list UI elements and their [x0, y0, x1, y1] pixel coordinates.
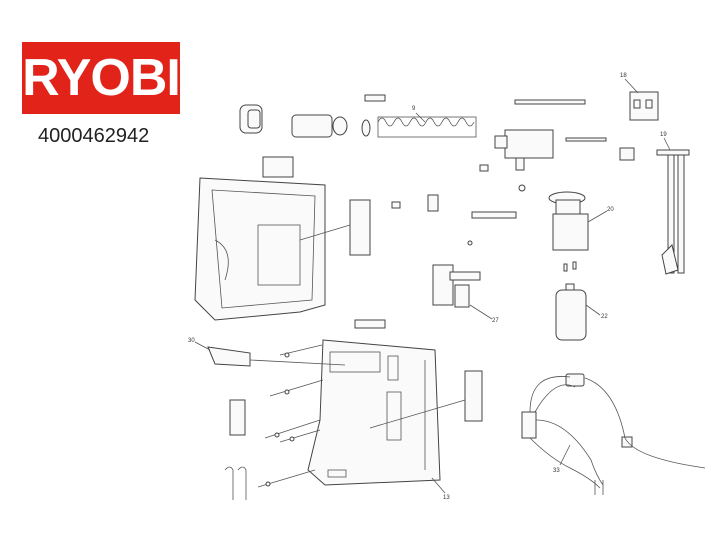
callout-9: 9: [412, 106, 416, 112]
part-blade: [514, 99, 586, 105]
part-wiring-harness: [521, 373, 706, 495]
label-top: [354, 319, 386, 329]
part-lever: [471, 211, 517, 219]
callout-33: 33: [553, 468, 560, 474]
screws: [257, 344, 324, 488]
label-side: [349, 199, 371, 256]
part-rod: [565, 137, 607, 142]
ryobi-logo: RYOBI: [22, 42, 181, 114]
callout-18: 18: [620, 73, 627, 79]
part-right-housing: [307, 339, 441, 486]
model-number: 4000462942: [38, 125, 150, 147]
label-left: [229, 399, 246, 436]
part-knob: [239, 104, 263, 134]
part-spring: [377, 116, 477, 138]
part-motor: [555, 283, 587, 341]
part-spring-small: [479, 164, 489, 172]
part-nozzle: [291, 114, 348, 138]
callout-27: 27: [492, 318, 499, 324]
callout-20: 20: [607, 207, 614, 213]
part-clip: [364, 94, 386, 102]
label-13: [207, 346, 251, 367]
part-gearbox: [548, 191, 589, 251]
callout-22: 22: [601, 314, 608, 320]
part-magazine-rail: [656, 149, 690, 275]
part-piston: [494, 129, 554, 171]
label-plate: [262, 156, 294, 178]
part-oring: [361, 119, 371, 137]
part-pin: [467, 240, 473, 246]
part-screws: [563, 261, 577, 272]
part-latch: [629, 91, 659, 121]
callout-30: 13: [443, 495, 450, 501]
part-valve: [427, 194, 439, 212]
part-hook: [224, 466, 247, 500]
callout-19: 19: [660, 132, 667, 138]
part-nut: [518, 184, 526, 192]
part-pad: [619, 147, 635, 161]
callout-13: 30: [188, 338, 195, 344]
part-spring-small-2: [391, 201, 401, 209]
label-right: [464, 370, 483, 422]
part-left-housing: [194, 177, 326, 321]
logo-text: RYOBI: [22, 49, 181, 107]
part-trigger-switch: [432, 264, 481, 308]
